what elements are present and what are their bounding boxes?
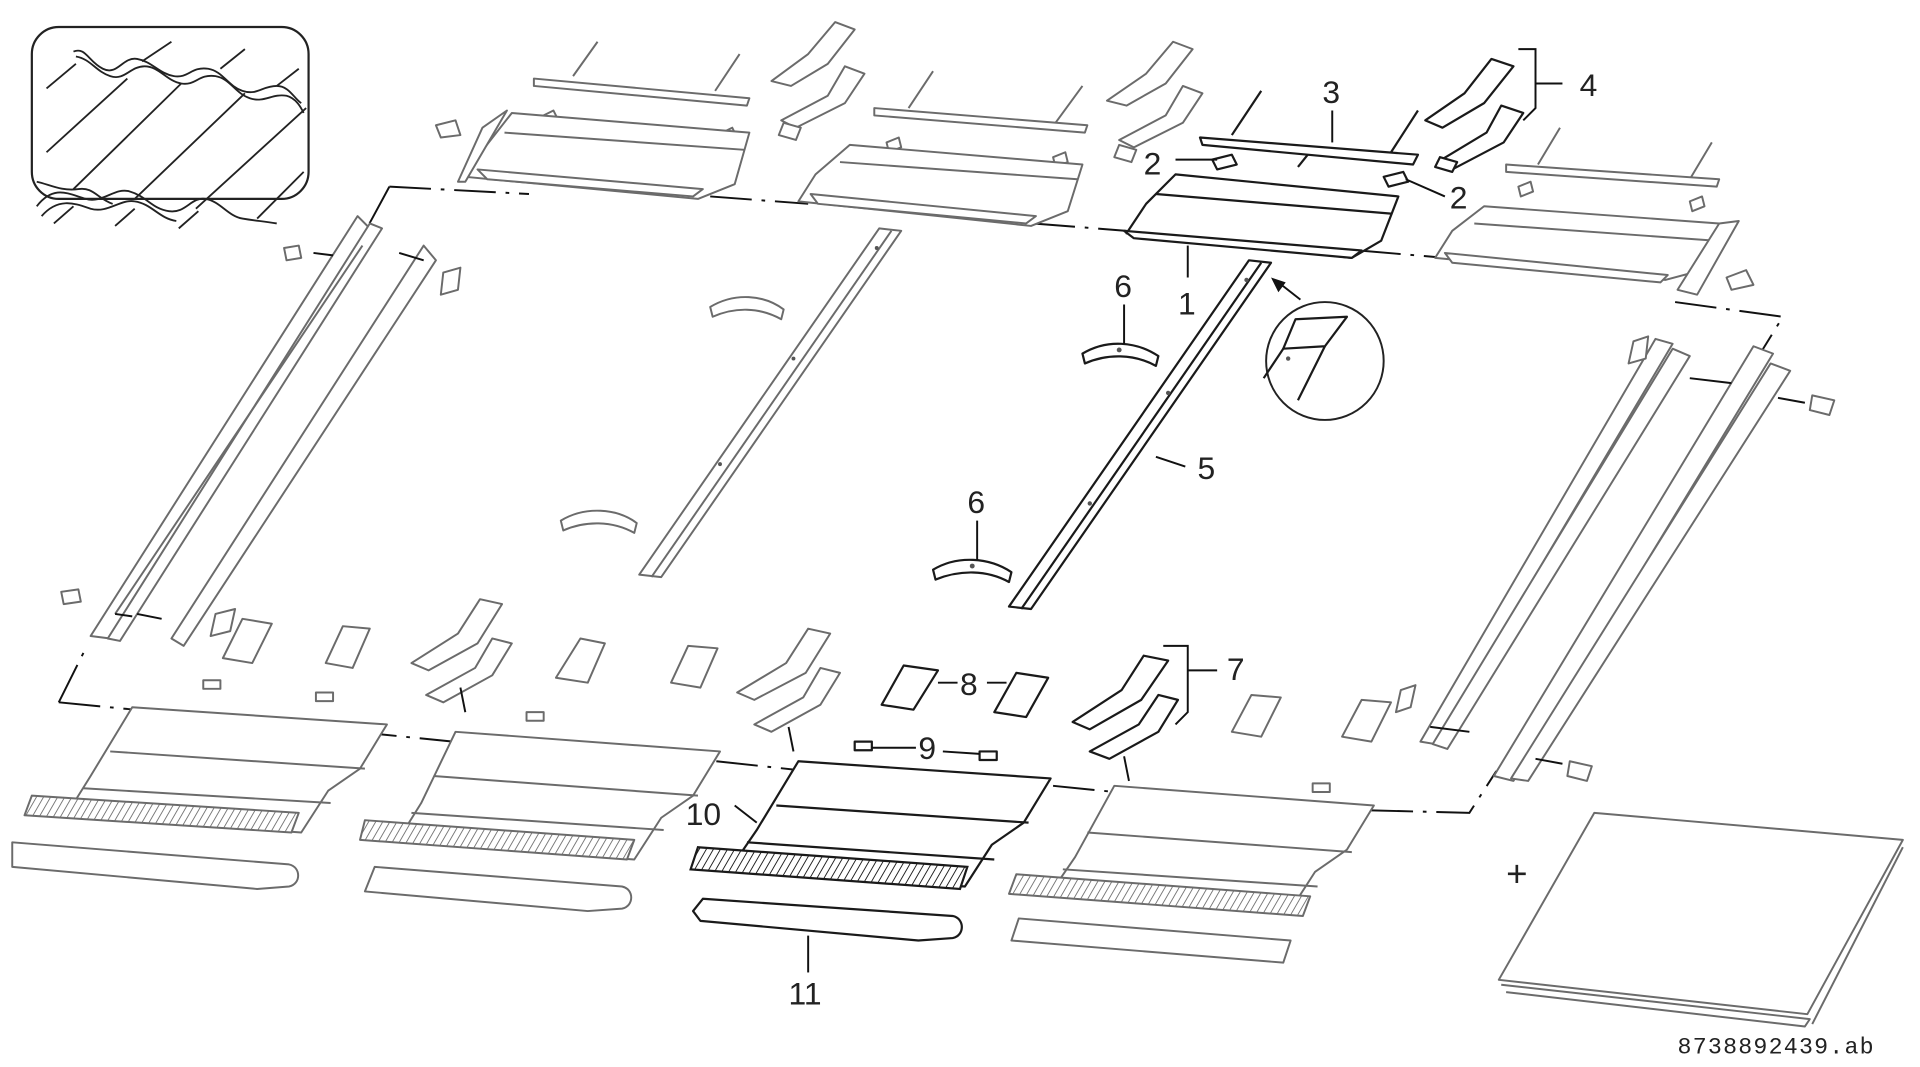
bottom-bracket-set [1071,644,1218,782]
top-bracket-set [1424,48,1563,174]
center-mounting-rail [1007,259,1273,611]
top-bracket-grey-1 [770,21,866,141]
callout-2-left: 2 [1144,145,1162,181]
right-rails [1394,335,1836,782]
callout-8: 8 [960,666,978,702]
bottom-bracket-grey-2 [736,627,841,752]
callout-3: 3 [1322,74,1340,110]
callout-9: 9 [918,730,936,766]
callout-6-upper: 6 [1114,268,1132,304]
bottom-bracket-grey-1 [410,598,513,713]
top-flashing-center [1122,173,1400,259]
clamp-lower [931,558,1013,584]
top-flashing-left [434,41,751,200]
center-rail-grey [638,227,903,579]
clamp-grey-upper [709,296,785,321]
support-plates [880,664,1050,719]
plus-symbol: + [1506,853,1527,894]
roof-tile-inset [30,25,310,230]
clip-left [1211,153,1238,171]
bottom-cover-strip [691,897,963,942]
plugs [853,740,998,762]
callout-4: 4 [1580,67,1598,103]
clip-right [1382,170,1410,188]
top-flashing-right [1434,127,1755,296]
plugs-grey [202,679,1331,793]
bottom-apron-grey-2 [359,730,721,913]
solar-collector-panel [1497,811,1904,1028]
left-rails [60,215,462,647]
top-cover-strip [1198,90,1420,168]
support-plates-grey [221,617,1392,743]
bottom-apron-grey-1 [11,706,388,890]
bottom-flashing-apron [689,760,1052,891]
top-bracket-grey-2 [1105,40,1204,164]
rail-detail-magnifier [1262,277,1385,421]
clamp-grey-lower [559,509,638,534]
clamp-upper [1081,342,1160,368]
callout-10: 10 [686,796,721,832]
drawing-number: 8738892439.ab [1678,1034,1875,1060]
callout-1: 1 [1178,285,1196,321]
leader-lines [734,110,1446,973]
bottom-apron-grey-3 [1008,784,1375,964]
top-flashing-middle-left [797,70,1089,227]
callout-2-right: 2 [1450,180,1468,216]
callout-5: 5 [1198,450,1216,486]
callout-7: 7 [1227,651,1245,687]
callout-6-lower: 6 [967,484,985,520]
callout-11: 11 [789,975,822,1011]
